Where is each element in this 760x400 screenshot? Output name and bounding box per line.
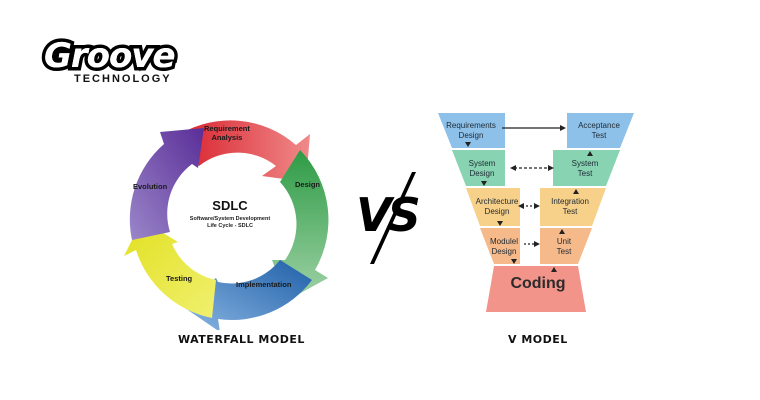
cycle-ring xyxy=(124,120,329,332)
sdlc-subtitle-line2: Life Cycle - SDLC xyxy=(207,223,253,229)
integration-test-line2: Test xyxy=(562,207,578,216)
v-left-row4 xyxy=(480,228,520,264)
sdlc-cycle-diagram: SDLC Software/System Development Life Cy… xyxy=(120,110,340,332)
segment-evolution xyxy=(129,128,204,240)
segment-testing xyxy=(124,220,216,318)
unit-test-box: Unit Test xyxy=(542,231,586,263)
v-right-row2 xyxy=(553,150,620,186)
v-coding-base xyxy=(486,266,586,312)
v-left-row3 xyxy=(466,188,520,226)
module-design-line1: Modulel xyxy=(489,237,518,246)
versus-text: VS xyxy=(356,188,421,242)
requirements-design-box: Requirements Design xyxy=(440,116,502,146)
implementation-label: Implementation xyxy=(236,280,292,289)
coding-label: Coding xyxy=(510,275,566,292)
slash-icon xyxy=(370,172,416,264)
requirements-design-line2: Design xyxy=(458,131,484,140)
sdlc-subtitle-line1: Software/System Development xyxy=(189,216,271,222)
groove-technology-logo: Groove Groove TECHNOLOGY xyxy=(41,33,180,90)
system-test-line1: System xyxy=(571,159,599,168)
unit-test-line1: Unit xyxy=(556,237,572,246)
v-left-row1 xyxy=(438,113,505,148)
logo-subtitle: TECHNOLOGY xyxy=(74,73,172,85)
acceptance-test-box: Acceptance Test xyxy=(570,116,628,146)
logo-wordmark: Groove xyxy=(44,36,176,76)
acceptance-test-line1: Acceptance xyxy=(578,121,620,130)
v-horizontal-arrows xyxy=(502,125,566,247)
segment-design xyxy=(272,150,329,300)
requirement-label-line2: Analysis xyxy=(211,133,243,142)
testing-label: Testing xyxy=(166,274,193,283)
system-test-box: System Test xyxy=(556,153,614,185)
system-design-line2: Design xyxy=(469,169,495,178)
sdlc-center-title: SDLC xyxy=(212,198,248,213)
system-test-line2: Test xyxy=(577,169,593,178)
integration-test-line1: Integration xyxy=(551,197,589,206)
v-vertical-arrows xyxy=(465,142,593,272)
requirement-analysis-label: Requirement Analysis xyxy=(204,124,250,142)
architecture-design-line1: Architecture xyxy=(475,197,519,206)
integration-test-box: Integration Test xyxy=(542,191,598,223)
acceptance-test-line2: Test xyxy=(591,131,607,140)
logo-wordmark-outline: Groove xyxy=(41,33,180,80)
unit-test-line2: Test xyxy=(556,247,572,256)
architecture-design-box: Architecture Design xyxy=(468,191,526,223)
module-design-box: Modulel Design xyxy=(484,231,524,263)
segment-implementation xyxy=(182,260,312,332)
architecture-design-line2: Design xyxy=(484,207,510,216)
v-left-row2 xyxy=(452,150,505,186)
v-right-row4 xyxy=(540,228,592,264)
system-design-line1: System xyxy=(468,159,496,168)
v-right-row3 xyxy=(540,188,606,226)
segment-requirement xyxy=(180,120,310,182)
v-right-row1 xyxy=(567,113,634,148)
requirement-label-line1: Requirement xyxy=(204,124,250,133)
requirements-design-line1: Requirements xyxy=(446,121,496,130)
evolution-label: Evolution xyxy=(133,182,168,191)
versus-mark: VS xyxy=(352,168,430,268)
system-design-box: System Design xyxy=(456,153,508,185)
module-design-line2: Design xyxy=(491,247,517,256)
sdlc-center-subtitle: Software/System Development Life Cycle -… xyxy=(178,216,282,230)
design-label: Design xyxy=(295,180,321,189)
v-model-caption: V MODEL xyxy=(508,333,568,346)
waterfall-model-caption: WATERFALL MODEL xyxy=(178,333,305,346)
